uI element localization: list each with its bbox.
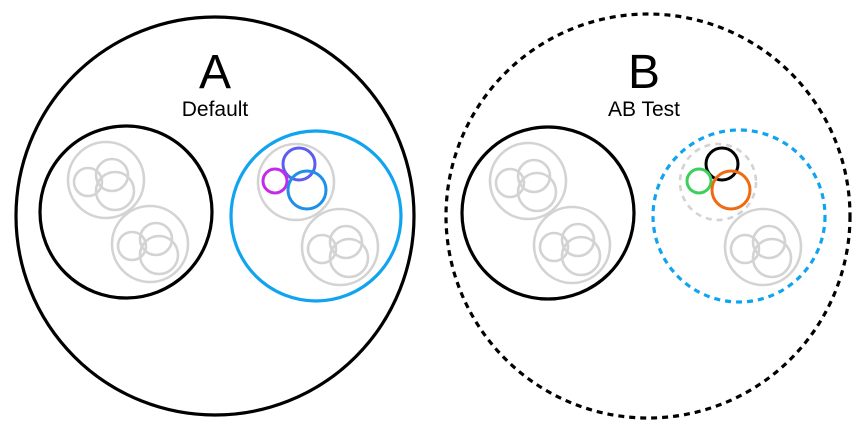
group-a-variant-cluster <box>229 129 403 303</box>
indigo-ring <box>281 146 317 182</box>
muted-unit <box>300 207 380 287</box>
group-a-control-cluster <box>38 124 214 300</box>
control-cluster-boundary <box>460 125 636 301</box>
muted-unit <box>488 141 568 221</box>
orange-ring <box>710 169 752 211</box>
group-b-label: AB Test <box>608 98 680 121</box>
group-a-label: Default <box>182 98 249 121</box>
group-b-letter: B <box>628 46 660 99</box>
variant-cluster-boundary <box>651 128 827 304</box>
black-ring <box>704 146 740 182</box>
muted-unit <box>532 205 612 285</box>
green-ring <box>685 167 713 195</box>
group-b-variant-cluster <box>651 128 827 304</box>
control-cluster-boundary <box>38 124 214 300</box>
muted-unit <box>66 140 146 220</box>
group-b-outer-circle <box>444 12 852 420</box>
muted-unit <box>110 204 190 284</box>
group-a-outer-circle <box>14 15 416 417</box>
blue-ring <box>286 169 328 211</box>
muted-unit <box>723 207 803 287</box>
highlight-unit-boundary <box>256 142 336 222</box>
magenta-ring <box>261 167 289 195</box>
group-b: B AB Test <box>444 12 852 420</box>
variant-cluster-boundary <box>229 129 403 303</box>
highlight-unit-boundary <box>678 142 758 222</box>
group-b-control-cluster <box>460 125 636 301</box>
group-a-letter: A <box>199 46 231 99</box>
group-a: A Default <box>14 15 416 417</box>
